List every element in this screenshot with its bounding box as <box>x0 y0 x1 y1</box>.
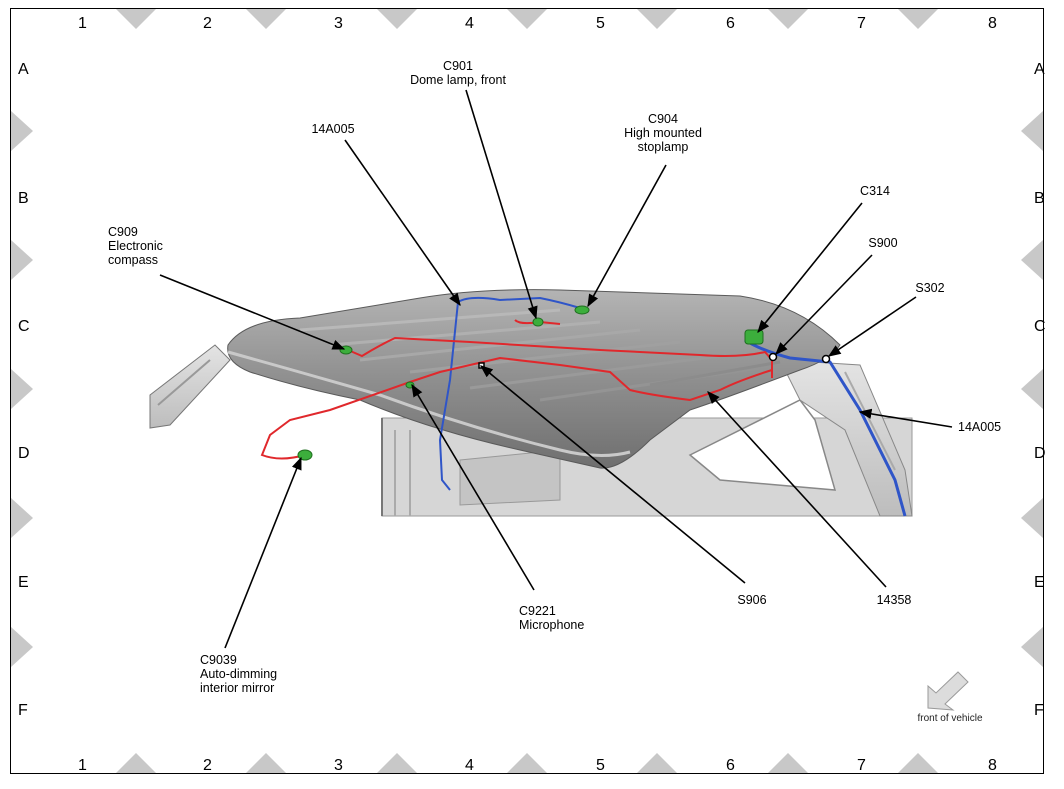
row-label-left: B <box>18 190 29 207</box>
callout-14a005-top: 14A005 <box>311 122 354 136</box>
callout-c909-desc1: Electronic <box>108 239 163 253</box>
col-label-bottom: 7 <box>857 757 866 774</box>
callout-c9039-desc2: interior mirror <box>200 681 274 695</box>
row-label-left: E <box>18 574 29 591</box>
col-label-bottom: 8 <box>988 757 997 774</box>
callout-c904-desc1: High mounted <box>624 126 702 140</box>
callout-c909-desc2: compass <box>108 253 158 267</box>
row-label-left: C <box>18 318 30 335</box>
connectors <box>297 305 764 461</box>
front-of-vehicle-label: front of vehicle <box>917 713 982 724</box>
col-label-top: 4 <box>465 15 474 32</box>
callout-c9221-desc: Microphone <box>519 618 584 632</box>
grid-labels: 1 2 3 4 5 6 7 8 1 2 3 4 5 6 7 8 A B C D … <box>18 15 1046 774</box>
col-label-bottom: 6 <box>726 757 735 774</box>
col-label-bottom: 3 <box>334 757 343 774</box>
splice-s302 <box>821 354 831 364</box>
row-label-right: B <box>1034 190 1045 207</box>
col-label-top: 3 <box>334 15 343 32</box>
splice-s900 <box>768 352 778 362</box>
row-label-left: D <box>18 445 30 462</box>
row-label-left: A <box>18 61 29 78</box>
callout-c314: C314 <box>860 184 890 198</box>
row-label-right: D <box>1034 445 1046 462</box>
connector-c904 <box>574 305 590 315</box>
orientation-indicator: front of vehicle <box>917 671 983 724</box>
row-label-left: F <box>18 702 28 719</box>
col-label-top: 5 <box>596 15 605 32</box>
callout-s900: S900 <box>868 236 897 250</box>
grid-markers <box>11 9 1043 773</box>
arrow-down-left-icon <box>927 671 969 711</box>
col-label-bottom: 1 <box>78 757 87 774</box>
connector-c9039 <box>297 449 313 461</box>
col-label-bottom: 5 <box>596 757 605 774</box>
callout-c9221-code: C9221 <box>519 604 556 618</box>
col-label-bottom: 2 <box>203 757 212 774</box>
row-label-right: E <box>1034 574 1045 591</box>
connector-c901 <box>532 317 544 327</box>
callout-c904-desc2: stoplamp <box>638 140 689 154</box>
callout-c901-code: C901 <box>443 59 473 73</box>
col-label-top: 1 <box>78 15 87 32</box>
col-label-top: 7 <box>857 15 866 32</box>
callout-s906: S906 <box>737 593 766 607</box>
row-label-right: C <box>1034 318 1046 335</box>
row-label-right: A <box>1034 61 1045 78</box>
col-label-top: 6 <box>726 15 735 32</box>
callout-c909-code: C909 <box>108 225 138 239</box>
connector-c909 <box>339 345 353 355</box>
callout-c9039-desc1: Auto-dimming <box>200 667 277 681</box>
callout-14358: 14358 <box>877 593 912 607</box>
callout-c904-code: C904 <box>648 112 678 126</box>
leader-lines <box>159 89 953 649</box>
connector-c314 <box>744 329 764 345</box>
callout-c901-desc: Dome lamp, front <box>410 73 506 87</box>
callout-c9039-code: C9039 <box>200 653 237 667</box>
col-label-bottom: 4 <box>465 757 474 774</box>
callout-labels: C901 Dome lamp, front C904 High mounted … <box>108 59 1001 695</box>
vehicle-cab-illustration <box>149 289 913 517</box>
callout-s302: S302 <box>915 281 944 295</box>
row-label-right: F <box>1034 702 1044 719</box>
col-label-top: 2 <box>203 15 212 32</box>
col-label-top: 8 <box>988 15 997 32</box>
callout-14a005-right: 14A005 <box>958 420 1001 434</box>
